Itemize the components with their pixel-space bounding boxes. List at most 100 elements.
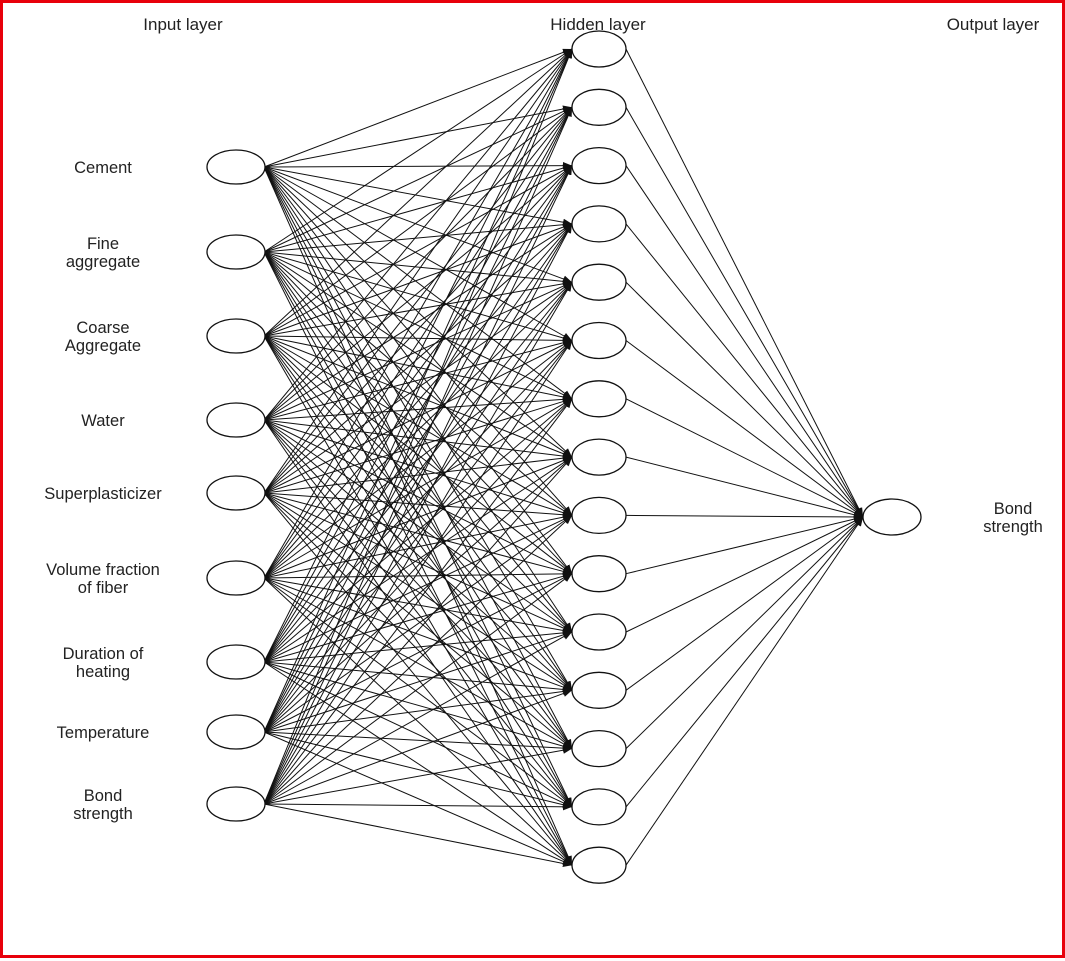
edge-input-1-hidden-8 [263,166,573,458]
edge-input-6-hidden-8 [263,456,573,579]
edge-input-8-hidden-11 [263,631,573,733]
edge-input-2-hidden-13 [263,251,573,749]
edge-input-5-hidden-3 [263,165,573,494]
edge-input-2-hidden-4 [263,221,573,253]
edge-input-3-hidden-1 [263,48,573,337]
input-label-2: aggregate [66,253,140,271]
edge-input-3-hidden-3 [263,165,573,337]
neural-network-diagram: Input layer Hidden layer Output layer Ce… [44,15,1043,884]
input-node-5 [206,475,266,511]
edge-hidden-15-output [625,516,864,866]
edge-input-3-hidden-5 [263,280,573,337]
input-node-1 [206,149,266,185]
edge-input-6-hidden-15 [263,577,573,866]
edge-hidden-13-output [625,516,864,749]
input-layer-title: Input layer [143,15,223,34]
input-node-3 [206,318,266,354]
edge-input-9-hidden-2 [263,107,573,805]
edge-input-9-hidden-4 [263,223,573,805]
input-label-2: Fine [87,235,119,253]
hidden-node-13 [571,729,627,768]
output-label: Bond [994,500,1033,518]
edge-input-8-hidden-4 [263,223,573,733]
edge-input-6-hidden-6 [263,340,573,579]
edge-input-5-hidden-6 [263,340,573,494]
input-label-5: Superplasticizer [44,485,162,503]
edge-input-8-hidden-12 [263,687,573,733]
edge-hidden-10-output [625,515,864,575]
input-label-9: Bond [84,787,123,805]
edge-hidden-1-output [625,48,864,518]
edge-input-1-hidden-5 [263,166,573,283]
edge-input-6-hidden-3 [263,165,573,579]
input-node-7 [206,644,266,680]
edge-input-8-hidden-9 [263,514,573,733]
input-label-7: heating [76,663,130,681]
input-node-6 [206,560,266,596]
edge-input-2-hidden-6 [263,251,573,342]
edge-input-4-hidden-2 [263,106,573,421]
edge-input-6-hidden-7 [263,398,573,579]
edge-input-1-hidden-10 [263,166,573,575]
edge-input-8-hidden-3 [263,165,573,733]
edge-input-6-hidden-13 [263,577,573,750]
edge-input-4-hidden-1 [263,48,573,421]
input-label-6: of fiber [78,579,129,597]
edge-input-4-hidden-14 [263,419,573,808]
edge-input-2-hidden-5 [263,251,573,285]
hidden-node-12 [571,671,627,709]
edge-input-1-hidden-9 [263,166,573,516]
input-node-4 [206,402,266,438]
edge-input-5-hidden-4 [263,223,573,494]
edge-input-2-hidden-2 [263,106,573,253]
edge-input-9-hidden-7 [263,398,573,805]
edge-hidden-9-output [625,513,864,521]
input-label-9: strength [73,805,133,823]
input-label-3: Aggregate [65,337,141,355]
edge-input-5-hidden-1 [263,48,573,494]
edge-input-5-hidden-15 [263,492,573,866]
edge-input-4-hidden-10 [263,419,573,575]
edge-hidden-4-output [625,223,864,518]
edge-input-2-hidden-15 [263,251,573,866]
edge-input-4-hidden-6 [263,339,573,421]
edge-input-6-hidden-5 [263,281,573,579]
edge-input-1-hidden-15 [263,166,573,866]
edge-input-6-hidden-10 [263,570,573,579]
edge-input-9-hidden-6 [263,340,573,805]
hidden-node-1 [571,30,627,68]
edge-input-8-hidden-2 [263,107,573,733]
edge-hidden-6-output [625,340,864,518]
edge-input-8-hidden-7 [263,398,573,733]
input-label-7: Duration of [63,645,144,663]
hidden-node-8 [571,438,627,476]
edge-input-9-hidden-1 [263,48,573,805]
edge-input-5-hidden-14 [263,492,573,808]
edge-input-1-hidden-6 [263,166,573,341]
edge-input-4-hidden-7 [263,395,573,421]
edge-input-1-hidden-11 [263,166,573,633]
edge-input-5-hidden-13 [263,492,573,749]
edge-input-6-hidden-11 [263,577,573,634]
edge-input-9-hidden-8 [263,456,573,805]
edge-hidden-3-output [625,165,864,518]
edge-input-8-hidden-5 [263,281,573,733]
edge-input-1-hidden-2 [263,105,573,168]
edge-input-3-hidden-6 [263,335,573,344]
edge-input-7-hidden-3 [263,165,573,663]
input-label-3: Coarse [76,319,129,337]
hidden-node-2 [571,88,627,126]
edge-input-5-hidden-7 [263,397,573,494]
edge-input-6-hidden-9 [263,513,573,579]
hidden-node-4 [571,205,627,243]
input-label-1: Cement [74,159,132,177]
edge-input-8-hidden-8 [263,456,573,733]
edge-hidden-12-output [625,516,864,691]
edge-input-1-hidden-7 [263,166,573,400]
edge-input-8-hidden-14 [263,731,573,809]
edge-input-7-hidden-12 [263,661,573,694]
edge-input-5-hidden-10 [263,492,573,575]
edge-input-7-hidden-5 [263,281,573,663]
edge-input-8-hidden-10 [263,573,573,733]
input-node-8 [206,714,266,750]
